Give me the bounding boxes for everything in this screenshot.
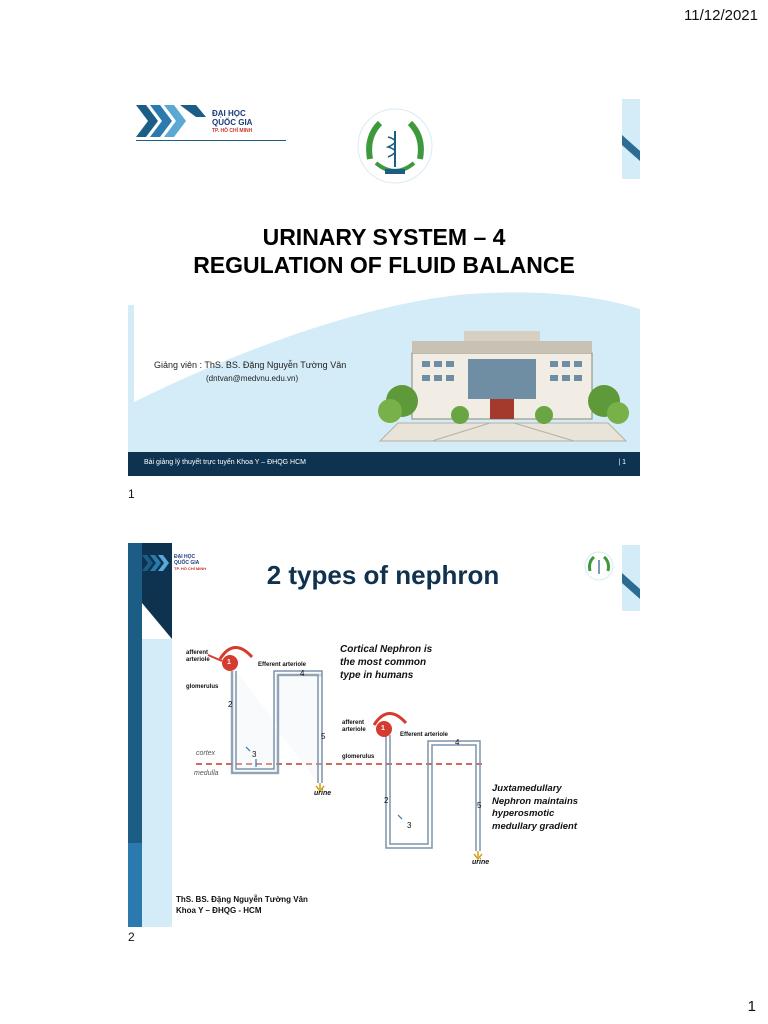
lecturer-name: Giảng viên : ThS. BS. Đặng Nguyễn Tường … — [154, 360, 347, 370]
cortical-num-1: 1 — [227, 659, 231, 666]
slide-1-title-line2: REGULATION OF FLUID BALANCE — [193, 252, 575, 278]
left-edge-decoration — [128, 543, 172, 927]
slide-1-footer-text: Bài giảng lý thuyết trực tuyến Khoa Y – … — [144, 459, 307, 466]
slide-1-footer-number: | 1 — [618, 459, 626, 466]
juxta-note-line3: hyperosmotic — [492, 808, 555, 819]
vnu-logo-small-icon — [142, 555, 169, 571]
medulla-label: medulla — [194, 770, 219, 777]
juxta-note-line1: Juxtamedullary — [492, 783, 562, 794]
vnu-logo-icon — [136, 105, 206, 137]
vnu-name-line2: QUỐC GIA — [212, 118, 253, 127]
vnu-small-line3: TP. HỒ CHÍ MINH — [174, 566, 207, 571]
cortical-num-3: 3 — [252, 750, 257, 759]
vnu-name-line1: ĐẠI HỌC — [212, 109, 246, 118]
campus-building-illustration — [378, 331, 629, 442]
cortical-note-line3: type in humans — [340, 670, 414, 681]
juxta-note-line4: medullary gradient — [492, 820, 577, 832]
juxta-num-5: 5 — [477, 801, 482, 810]
cortical-note-line1: Cortical Nephron is — [340, 644, 433, 655]
nephron-diagram — [196, 646, 486, 861]
cortical-note: Cortical Nephron is the most common type… — [340, 643, 432, 682]
medicine-seal-small — [584, 551, 614, 581]
cortical-glomerulus-label: glomerulus — [186, 684, 219, 690]
juxta-urine-label: urine — [472, 859, 490, 866]
slide-2-label: 2 — [128, 930, 135, 944]
juxta-note: Juxtamedullary Nephron maintains hyperos… — [492, 783, 578, 833]
handout-date: 11/12/2021 — [684, 7, 758, 24]
cortical-num-5: 5 — [321, 732, 326, 741]
vnu-name-line3: TP. HỒ CHÍ MINH — [212, 128, 253, 134]
slide-2-credit: ThS. BS. Đặng Nguyễn Tường Vân Khoa Y – … — [176, 894, 308, 916]
slide-2-title: 2 types of nephron — [266, 560, 500, 590]
vnu-small-line2: QUỐC GIA — [174, 560, 200, 566]
cortical-num-4: 4 — [300, 669, 305, 678]
juxta-num-3: 3 — [407, 821, 412, 830]
right-edge-decoration — [622, 545, 640, 611]
credit-line2: Khoa Y – ĐHQG - HCM — [176, 906, 262, 915]
page-number: 1 — [747, 998, 756, 1015]
edge-decoration — [622, 99, 640, 179]
juxta-note-line2: Nephron maintains — [492, 795, 579, 807]
cortical-num-2: 2 — [228, 700, 233, 709]
juxta-afferent-label: afferent arteriole — [342, 720, 366, 733]
slide-1-footer-bar: Bài giảng lý thuyết trực tuyến Khoa Y – … — [128, 452, 640, 476]
slide-1-label: 1 — [128, 487, 135, 501]
juxta-efferent-label: Efferent arteriole — [400, 732, 449, 738]
cortical-urine-label: urine — [314, 790, 332, 797]
logo-underline — [136, 140, 286, 141]
juxta-num-4: 4 — [455, 738, 460, 747]
slide-1-title-line1: URINARY SYSTEM – 4 — [262, 224, 506, 250]
credit-line1: ThS. BS. Đặng Nguyễn Tường Vân — [176, 895, 308, 904]
juxta-glomerulus-label: glomerulus — [342, 754, 375, 760]
cortical-afferent-label: afferent arteriole — [186, 650, 210, 663]
juxta-num-2: 2 — [384, 796, 389, 805]
cortical-efferent-label: Efferent arteriole — [258, 662, 307, 668]
slide-2: ĐẠI HỌC QUỐC GIA TP. HỒ CHÍ MINH 2 types… — [128, 543, 640, 927]
juxta-num-1: 1 — [381, 725, 385, 732]
lecturer-email: (dntvan@medvnu.edu.vn) — [206, 374, 299, 383]
vnu-small-line1: ĐẠI HỌC — [174, 554, 196, 560]
slide-1: ĐẠI HỌC QUỐC GIA TP. HỒ CHÍ MINH URINARY… — [128, 95, 640, 479]
medicine-faculty-seal — [357, 108, 433, 184]
cortical-note-line2: the most common — [340, 657, 427, 668]
cortex-label: cortex — [196, 750, 216, 757]
